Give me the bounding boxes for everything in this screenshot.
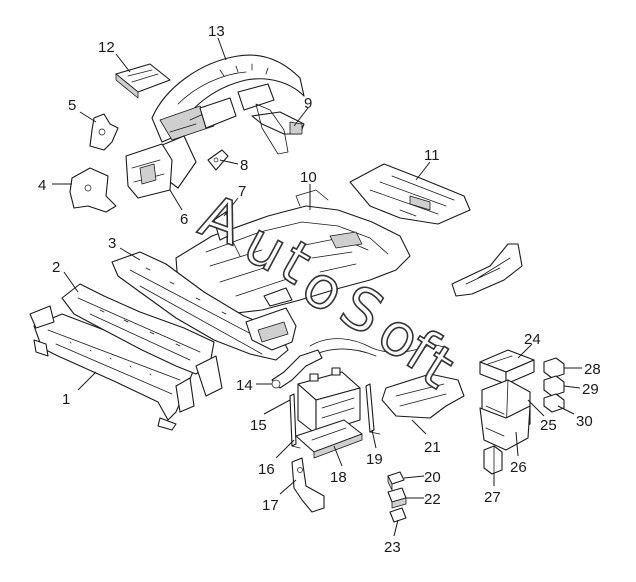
part-9-bracket [251, 103, 305, 155]
callout-19: 19 [366, 451, 383, 468]
part-5-bracket [89, 113, 119, 151]
callout-18: 18 [330, 469, 347, 486]
part-10-floor-pan [175, 189, 411, 315]
callout-17: 17 [262, 497, 279, 514]
callout-22: 22 [424, 491, 441, 508]
part-28-relay [543, 357, 565, 379]
part-20-clip [387, 471, 405, 491]
callout-24: 24 [524, 331, 541, 348]
watermark-letter-2: u [233, 208, 297, 285]
leader-lines [52, 37, 582, 537]
callout-6: 6 [180, 211, 188, 228]
callout-10: 10 [300, 169, 317, 186]
callout-16: 16 [258, 461, 275, 478]
part-26-box-base [479, 405, 531, 451]
part-8-clip [207, 149, 229, 171]
part-30-relay [543, 393, 565, 413]
part-29-relay [543, 375, 565, 397]
callout-5: 5 [68, 97, 76, 114]
part-6-bracket [125, 143, 173, 199]
callout-labels: 1 2 3 4 5 6 7 8 9 10 11 12 13 14 15 16 1… [38, 23, 601, 556]
callout-3: 3 [108, 235, 116, 252]
callout-11: 11 [424, 147, 440, 164]
callout-9: 9 [304, 95, 312, 112]
callout-14: 14 [236, 377, 253, 394]
part-23-clip [389, 507, 407, 523]
part-3-chassis-rail [111, 251, 297, 361]
callout-25: 25 [540, 417, 557, 434]
part-11-rear-floor [349, 163, 471, 225]
part-22-clip [387, 487, 407, 509]
part-12-pad [115, 63, 171, 99]
callout-8: 8 [240, 157, 248, 174]
part-18-tray [295, 419, 363, 459]
part-15-battery [297, 367, 361, 435]
part-14-clamp [271, 349, 323, 389]
callout-20: 20 [424, 469, 441, 486]
callout-29: 29 [582, 381, 599, 398]
part-1-cross-member [29, 305, 197, 431]
callout-12: 12 [98, 39, 115, 56]
callout-28: 28 [584, 361, 601, 378]
cable-harness [309, 338, 449, 357]
part-2-frame-rail [61, 283, 223, 397]
part-4-bracket [69, 167, 117, 213]
side-member [451, 243, 523, 297]
callout-30: 30 [576, 413, 593, 430]
part-21-cover [381, 373, 465, 419]
callout-27: 27 [484, 489, 501, 506]
callout-23: 23 [384, 539, 401, 556]
callout-7: 7 [238, 183, 246, 200]
callout-13: 13 [208, 23, 225, 40]
part-27-relay [483, 445, 503, 475]
callout-2: 2 [52, 259, 60, 276]
callout-4: 4 [38, 177, 46, 194]
callout-15: 15 [250, 417, 267, 434]
part-19-rod [365, 383, 381, 435]
callout-26: 26 [510, 459, 527, 476]
callout-21: 21 [424, 439, 441, 456]
part-16-rod [289, 393, 301, 449]
callout-1: 1 [62, 391, 70, 408]
part-17-bracket [291, 457, 325, 513]
part-24-box-lid [479, 349, 535, 385]
part-7-brace [213, 211, 233, 241]
